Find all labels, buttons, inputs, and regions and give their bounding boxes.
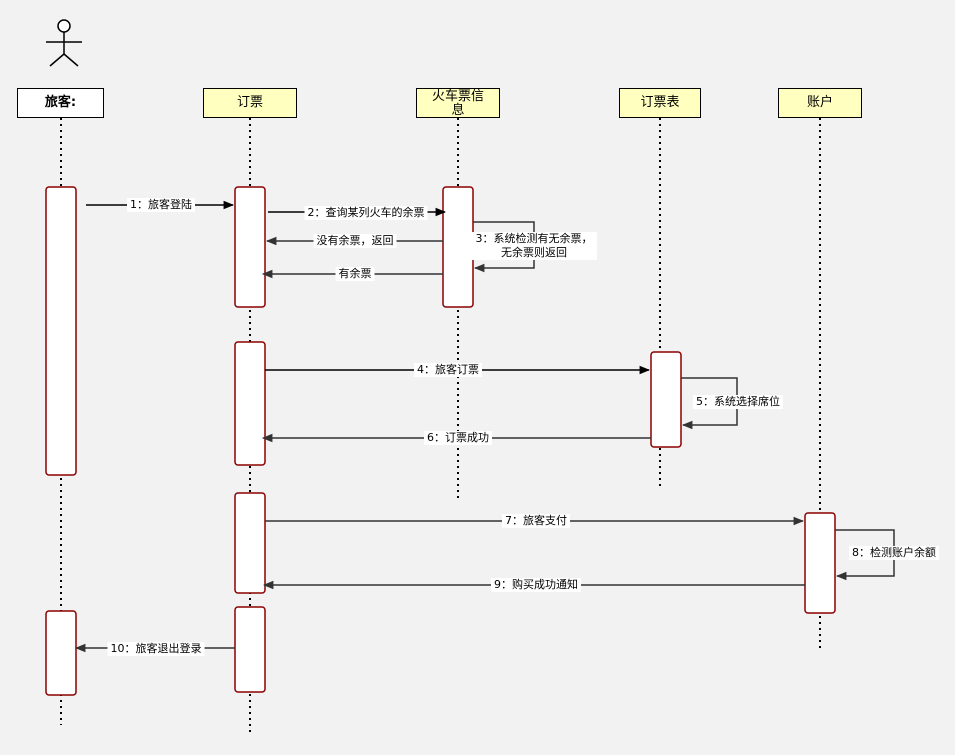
activation-booking-4: [234, 606, 266, 693]
message-label-has-ticket: 有余票: [335, 267, 375, 281]
participant-ticket-info-label: 火车票信息: [431, 89, 484, 118]
message-label-9: 9：购买成功通知: [491, 578, 581, 592]
message-label-10: 10：旅客退出登录: [107, 642, 205, 656]
message-label-5: 5：系统选择席位: [693, 395, 783, 409]
message-label-6: 6：订票成功: [424, 431, 492, 445]
activation-booking-1: [234, 186, 266, 308]
message-label-no-ticket: 没有余票，返回: [313, 234, 397, 248]
activation-traveler-1: [45, 186, 77, 476]
message-label-2: 2：查询某列火车的余票: [304, 206, 428, 220]
activation-account: [804, 512, 836, 614]
message-label-7: 7：旅客支付: [502, 514, 570, 528]
activation-order-table: [650, 351, 682, 448]
participant-order-table-label: 订票表: [640, 95, 680, 110]
participant-account-label: 账户: [806, 95, 833, 110]
message-label-1: 1：旅客登陆: [127, 198, 195, 212]
participant-traveler-label: 旅客:: [44, 95, 77, 110]
activation-ticket-info: [442, 186, 474, 308]
message-label-8: 8：检测账户余额: [849, 546, 939, 560]
activation-traveler-2: [45, 610, 77, 696]
participant-account: 账户: [778, 88, 862, 118]
participant-ticket-info: 火车票信息: [416, 88, 500, 118]
activation-booking-2: [234, 341, 266, 466]
participant-order-table: 订票表: [619, 88, 701, 118]
actor-icon: [46, 19, 82, 67]
activation-booking-3: [234, 492, 266, 594]
participant-booking-label: 订票: [236, 95, 263, 110]
message-label-4: 4：旅客订票: [414, 363, 482, 377]
participant-traveler: 旅客:: [17, 88, 104, 118]
participant-booking: 订票: [203, 88, 297, 118]
message-label-3: 3：系统检测有无余票，无余票则返回: [471, 232, 597, 260]
